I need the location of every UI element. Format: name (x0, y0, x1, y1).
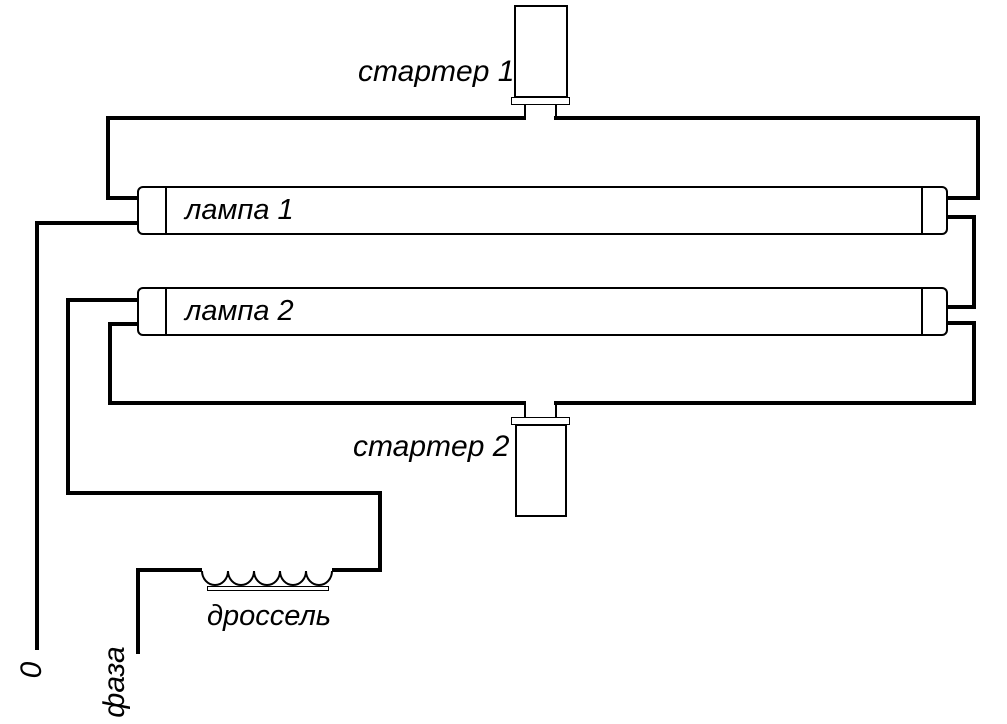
wire-lamp2-right-bottom-pin (948, 321, 976, 325)
lamp2-tube: лампа 2 (137, 287, 948, 336)
wire-bottom-bus-right (554, 401, 976, 405)
choke-label: дроссель (207, 600, 332, 632)
wire-lamp1-right-bottom-pin (948, 215, 976, 219)
wire-choke-right-vertical (378, 491, 382, 572)
wire-right-top-vertical (976, 116, 980, 200)
wire-choke-branch-vertical (66, 298, 70, 495)
starter1-body (514, 5, 568, 98)
lamp2-label: лампа 2 (185, 295, 294, 327)
starter1-left-leg (524, 104, 526, 117)
wire-choke-left-lead (136, 568, 202, 572)
lamp2-left-cap-divider (165, 289, 167, 334)
starter1-label: стартер 1 (358, 55, 515, 88)
starter2-right-leg (555, 404, 557, 418)
neutral-terminal-label: 0 (15, 661, 48, 679)
wire-choke-right-lead (332, 568, 382, 572)
phase-terminal-label: фаза (98, 646, 131, 718)
wire-right-middle-vertical (972, 215, 976, 309)
lamp1-right-cap-divider (921, 188, 923, 233)
wire-lamp1-left-bottom-pin (35, 221, 137, 225)
wire-lamp2-left-top-pin (66, 298, 137, 302)
starter2-body (515, 424, 567, 517)
wire-phase-vertical (136, 568, 140, 654)
wire-lamp1-right-top-pin (948, 196, 976, 200)
wire-right-bottom-vertical (972, 321, 976, 405)
starter2-left-leg (524, 404, 526, 418)
wire-top-bus-right (554, 116, 980, 120)
wire-left-bottom-vertical (108, 322, 112, 405)
lamp1-tube: лампа 1 (137, 186, 948, 235)
lamp1-left-cap-divider (165, 188, 167, 233)
wire-lamp2-left-bottom-pin (108, 322, 137, 326)
choke-coil-icon (201, 570, 333, 586)
wire-top-bus-left (106, 116, 526, 120)
lamp2-right-cap-divider (921, 289, 923, 334)
wire-neutral-vertical (35, 221, 39, 650)
wire-left-top-vertical (106, 116, 110, 200)
starter1-base-plate (511, 97, 570, 105)
wire-choke-branch-horizontal (66, 491, 382, 495)
choke-core-bar (207, 586, 329, 591)
wire-bottom-bus-left (108, 401, 526, 405)
wire-lamp1-left-top-pin (106, 196, 137, 200)
starter2-label: стартер 2 (353, 430, 510, 463)
starter1-right-leg (555, 104, 557, 117)
wire-lamp2-right-top-pin (948, 305, 976, 309)
lamp1-label: лампа 1 (185, 194, 294, 226)
